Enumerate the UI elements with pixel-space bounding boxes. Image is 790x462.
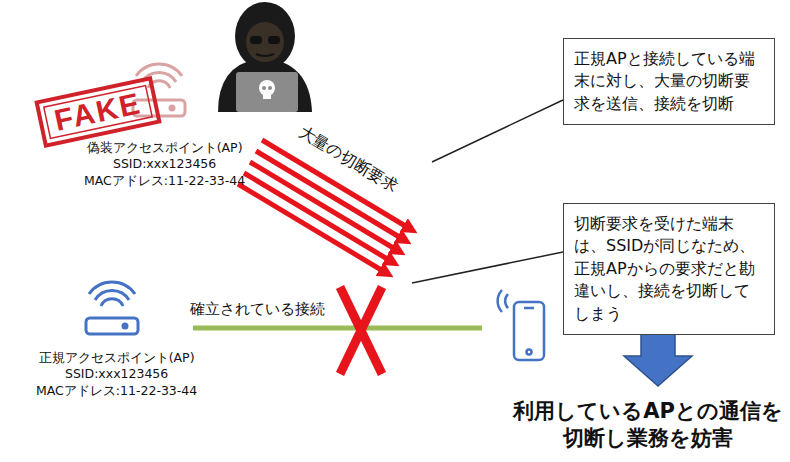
disconnect-arrows — [238, 140, 412, 274]
node-text: 偽装アクセスポイント(AP) — [84, 140, 245, 156]
node-text: 正規APと接続している端末に対し、大量の切断要求を送信、接続を切断 — [574, 48, 764, 115]
node-text: SSID:xxx123456 — [84, 156, 245, 172]
fake-stamp — [37, 78, 160, 145]
node-text: MACアドレス:11-22-33-44 — [36, 383, 197, 399]
node-text: SSID:xxx123456 — [36, 366, 197, 382]
legit-ap-icon — [86, 282, 138, 334]
ap-label-block: 偽装アクセスポイント(AP)SSID:xxx123456MACアドレス:11-2… — [84, 140, 245, 189]
leader-line — [432, 100, 563, 162]
result-text: 利用しているAPとの通信を 切断し業務を妨害 — [510, 398, 786, 453]
result-arrow — [624, 330, 692, 386]
phone-icon — [498, 290, 544, 360]
leader-line — [412, 252, 563, 283]
callout-box: 正規APと接続している端末に対し、大量の切断要求を送信、接続を切断 — [563, 38, 775, 125]
hacker-figure — [218, 2, 312, 112]
node-text: MACアドレス:11-22-33-44 — [84, 173, 245, 189]
ap-label-block: 正規アクセスポイント(AP)SSID:xxx123456MACアドレス:11-2… — [36, 350, 197, 399]
callout-box: 切断要求を受けた端末は、SSIDが同じなため、正規APからの要求だと勘違いし、接… — [563, 203, 775, 335]
stamp-text: FAKE — [51, 86, 144, 138]
node-text: 切断要求を受けた端末は、SSIDが同じなため、正規APからの要求だと勘違いし、接… — [574, 213, 764, 325]
connection-label: 確立されている接続 — [190, 300, 325, 319]
cross-mark — [340, 287, 382, 374]
connection-line — [193, 326, 482, 331]
node-text: 正規アクセスポイント(AP) — [36, 350, 197, 366]
